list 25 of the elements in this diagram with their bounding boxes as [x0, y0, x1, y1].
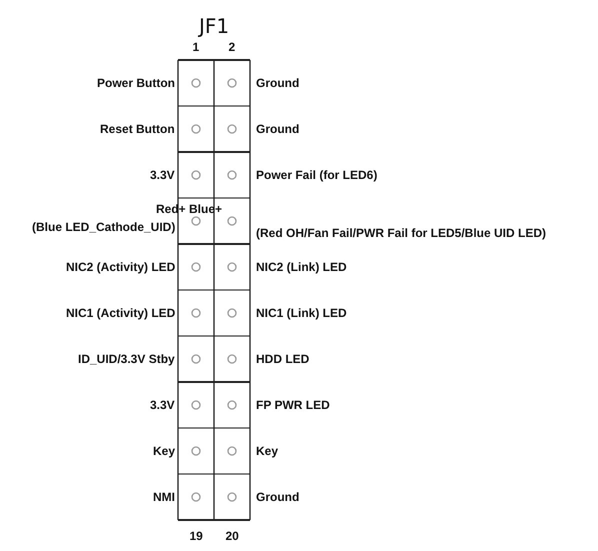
pin-label: 3.3V [150, 398, 175, 412]
pin-label: Key [153, 444, 176, 458]
connector-title: JF1 [199, 15, 230, 37]
pin-label: Ground [256, 76, 300, 90]
pin-label: Ground [256, 122, 300, 136]
pin-label: (Red OH/Fan Fail/PWR Fail for LED5/Blue UID LED) [256, 226, 546, 240]
pin-label: NIC2 (Activity) LED [66, 260, 176, 274]
pin-number: 19 [190, 529, 203, 543]
pin-label: Ground [256, 490, 300, 504]
pin-label: Power Button [97, 76, 175, 90]
pin-number: 1 [192, 40, 200, 54]
pin-label: FP PWR LED [256, 398, 330, 412]
pin-label: HDD LED [256, 352, 310, 366]
pin-label: (Blue LED_Cathode_UID) [32, 220, 176, 234]
pin-label: Key [256, 444, 278, 458]
pin-label: ID_UID/3.3V Stby [78, 352, 175, 366]
pin-label: Power Fail (for LED6) [256, 168, 378, 182]
pin-label: Reset Button [100, 122, 175, 136]
pin-label: NIC1 (Link) LED [256, 306, 347, 320]
pin-number: 20 [226, 529, 239, 543]
pin-label: 3.3V [150, 168, 175, 182]
pin-number: 2 [228, 40, 236, 54]
pin-label: NMI [153, 490, 175, 504]
pin-label: NIC1 (Activity) LED [66, 306, 176, 320]
pin-label: NIC2 (Link) LED [256, 260, 347, 274]
